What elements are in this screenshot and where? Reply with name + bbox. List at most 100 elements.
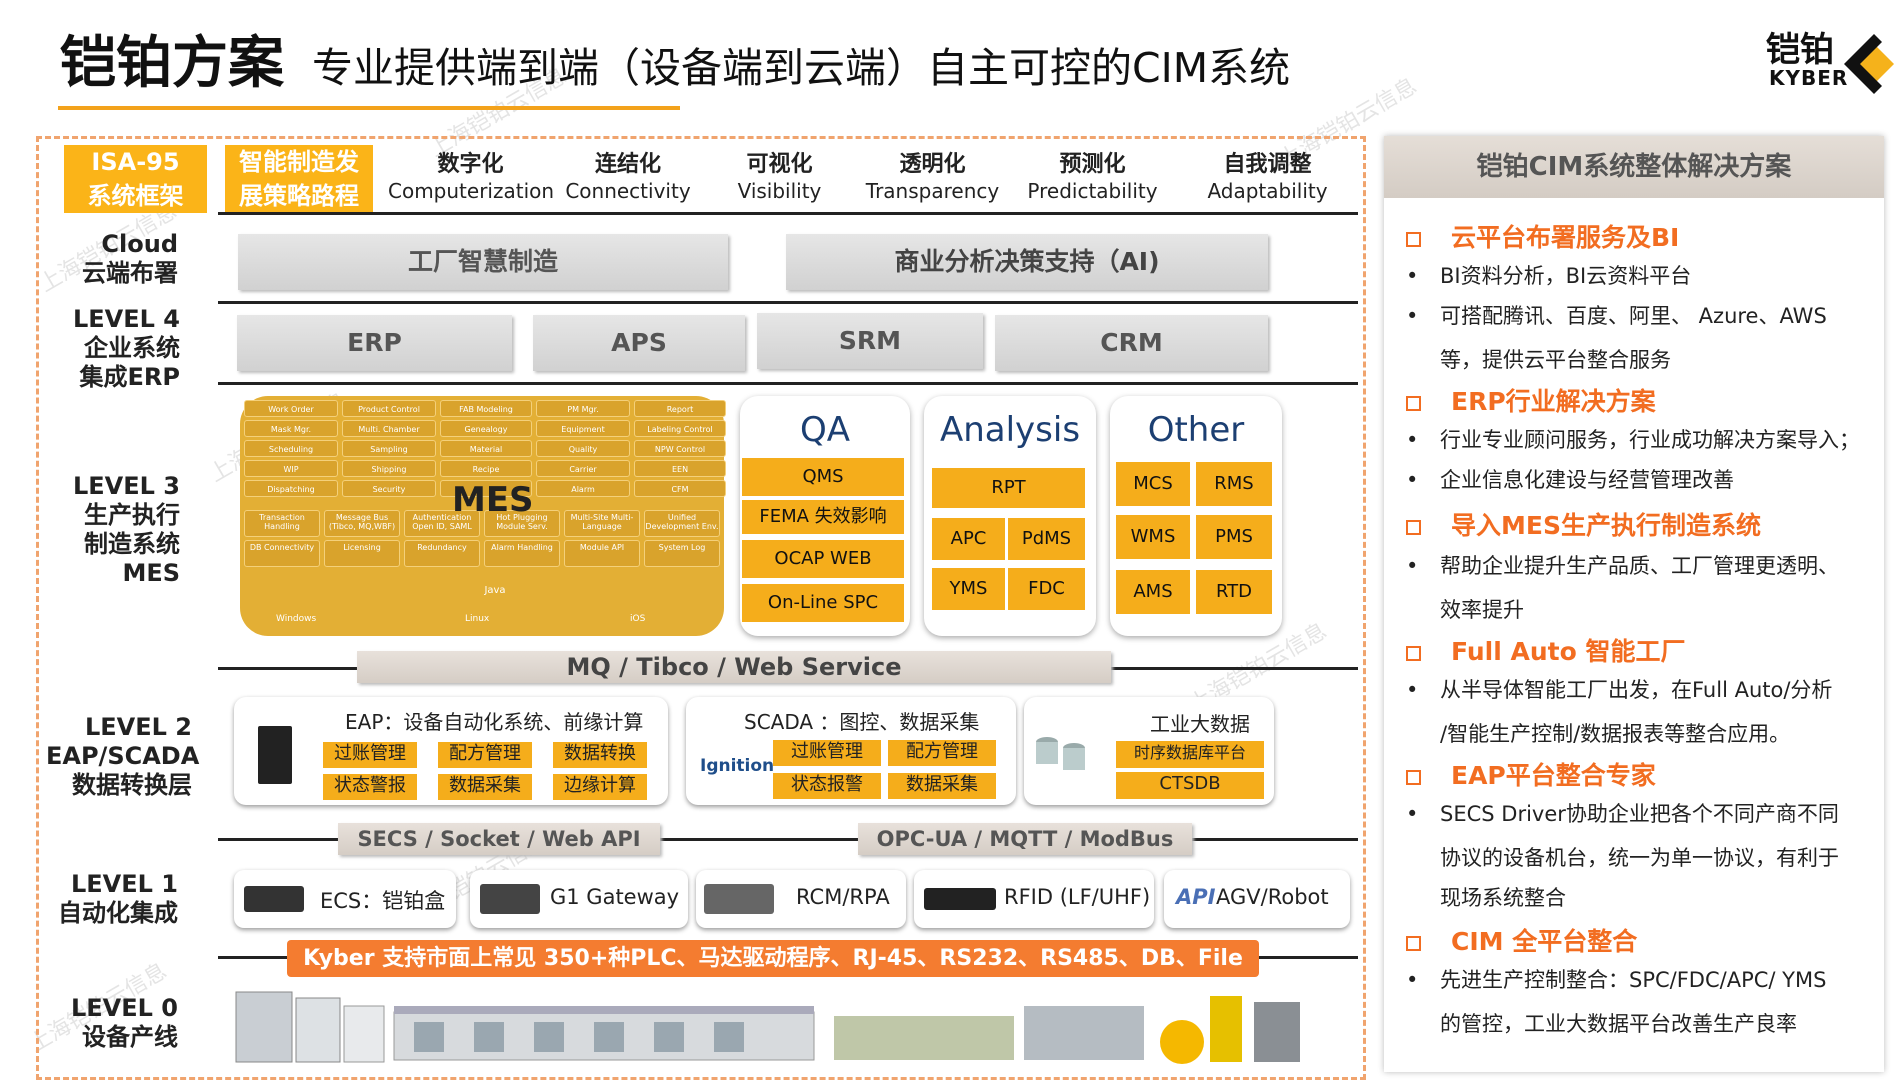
mes-cell: EEN <box>634 460 726 477</box>
section-bullet: SECS Driver协助企业把各个不同产商不同 <box>1406 794 1876 834</box>
mes-cell: Dispatching <box>244 480 338 497</box>
srm-box: SRM <box>757 313 983 369</box>
l1-rfid-card: RFID (LF/UHF) <box>914 870 1154 928</box>
mes-cell: Unified Development Env. <box>644 510 720 537</box>
crm-box: CRM <box>995 315 1268 371</box>
other-item: WMS <box>1116 515 1190 559</box>
title-underline <box>58 106 680 110</box>
other-item: RTD <box>1196 570 1272 614</box>
mes-cell: Labeling Control <box>634 420 726 437</box>
l1-item: AGV/Robot <box>1216 885 1329 909</box>
analysis-item: PdMS <box>1008 518 1085 560</box>
eap-item: 数据转换 <box>553 742 647 768</box>
isa95-line2: 系统框架 <box>87 182 184 210</box>
mes-cell <box>440 480 532 497</box>
mes-cell: Shipping <box>342 460 436 477</box>
mes-cell: Licensing <box>324 540 400 567</box>
mes-cell: Transaction Handling <box>244 510 320 537</box>
l1-rcm-card: RCM/RPA <box>696 870 906 928</box>
mes-cell: Material <box>440 440 532 457</box>
eap-item: 边缘计算 <box>553 774 647 800</box>
analysis-title: Analysis <box>939 410 1081 450</box>
section-text: 的管控，工业大数据平台改善生产良率 <box>1440 1012 1797 1036</box>
divider <box>218 838 1358 841</box>
other-title: Other <box>1147 410 1245 450</box>
l1-item: RFID (LF/UHF) <box>1004 885 1151 909</box>
mes-cell: PM Mgr. <box>536 400 630 417</box>
mes-cell: Genealogy <box>440 420 532 437</box>
scada-item: 数据采集 <box>888 773 996 799</box>
isa95-box: ISA-95 系统框架 <box>64 145 207 213</box>
mes-cell: Module API <box>564 540 640 567</box>
l1-gateway-card: G1 Gateway <box>470 870 688 928</box>
ignition-logo: Ignition <box>700 756 775 776</box>
mes-cell: Equipment <box>536 420 630 437</box>
section-heading: CIM 全平台整合 <box>1406 922 1637 958</box>
architecture-frame <box>36 136 1366 1080</box>
qa-item: QMS <box>742 458 904 496</box>
mes-cell: Product Control <box>342 400 436 417</box>
section-heading: 导入MES生产执行制造系统 <box>1406 506 1761 542</box>
section-text: 效率提升 <box>1440 598 1524 622</box>
section-bullet: 可搭配腾讯、百度、阿里、 Azure、AWS <box>1406 296 1876 336</box>
divider <box>218 212 1358 215</box>
mes-cell: CFM <box>634 480 726 497</box>
strategy-line1: 智能制造发 <box>239 148 359 176</box>
mes-cell: Sampling <box>342 440 436 457</box>
section-bullet: BI资料分析，BI云资料平台 <box>1406 256 1876 296</box>
divider <box>218 382 1358 385</box>
other-item: RMS <box>1196 462 1272 506</box>
section-heading: 云平台布署服务及BI <box>1406 218 1679 254</box>
aps-box: APS <box>533 315 745 371</box>
mes-cell: FAB Modeling <box>440 400 532 417</box>
plc-support-bar: Kyber 支持市面上常见 350+种PLC、马达驱动程序、RJ-45、RS23… <box>287 940 1259 977</box>
os-ios: iOS <box>630 614 646 624</box>
mes-title: MES <box>452 480 534 520</box>
mes-cell: Quality <box>536 440 630 457</box>
mq-bar: MQ / Tibco / Web Service <box>357 651 1111 683</box>
protocol-bar-opc: OPC-UA / MQTT / ModBus <box>858 823 1192 855</box>
section-bullet: 企业信息化建设与经营管理改善 <box>1406 460 1876 500</box>
mes-cell: Alarm <box>536 480 630 497</box>
mes-cell: WIP <box>244 460 338 477</box>
eap-item: 配方管理 <box>438 742 532 768</box>
production-line-equipment <box>234 986 1314 1066</box>
database-servers-icon <box>1032 728 1092 778</box>
isa95-line1: ISA-95 <box>91 148 180 176</box>
section-text: 协议的设备机台，统一为单一协议，有利于 <box>1440 846 1839 870</box>
section-heading: ERP行业解决方案 <box>1406 382 1656 418</box>
divider <box>218 301 1358 304</box>
mes-cell: Hot Plugging Module Serv. <box>484 510 560 537</box>
l1-item: ECS：铠铂盒 <box>320 889 446 913</box>
section-bullet: 先进生产控制整合：SPC/FDC/APC/ YMS <box>1406 960 1876 1000</box>
mes-cell: Mask Mgr. <box>244 420 338 437</box>
solution-panel: 铠铂CIM系统整体解决方案 云平台布署服务及BI BI资料分析，BI云资料平台 … <box>1384 136 1884 1072</box>
logo-mark-icon <box>1844 34 1894 94</box>
l1-agv-card: API AGV/Robot <box>1164 870 1350 928</box>
scada-item: 配方管理 <box>888 740 996 766</box>
mes-cell: Redundancy <box>404 540 480 567</box>
solution-panel-title: 铠铂CIM系统整体解决方案 <box>1384 136 1884 198</box>
mes-cell: Message Bus (Tibco, MQ,WBF) <box>324 510 400 537</box>
mes-cell: Multi. Chamber <box>342 420 436 437</box>
page-subtitle: 专业提供端到端（设备端到云端）自主可控的CIM系统 <box>312 44 1291 92</box>
analysis-item: APC <box>932 518 1005 560</box>
mes-cell: System Log <box>644 540 720 567</box>
page-title: 铠铂方案 <box>60 31 284 96</box>
section-text: /智能生产控制/数据报表等整合应用。 <box>1440 722 1791 746</box>
api-icon: API <box>1176 885 1216 909</box>
mes-cell: NPW Control <box>634 440 726 457</box>
eap-title: EAP：设备自动化系统、前缘计算 <box>345 710 644 734</box>
ecs-device-icon <box>244 886 304 912</box>
section-heading: Full Auto 智能工厂 <box>1406 632 1685 668</box>
mes-cell: Scheduling <box>244 440 338 457</box>
analysis-item: FDC <box>1008 568 1085 610</box>
